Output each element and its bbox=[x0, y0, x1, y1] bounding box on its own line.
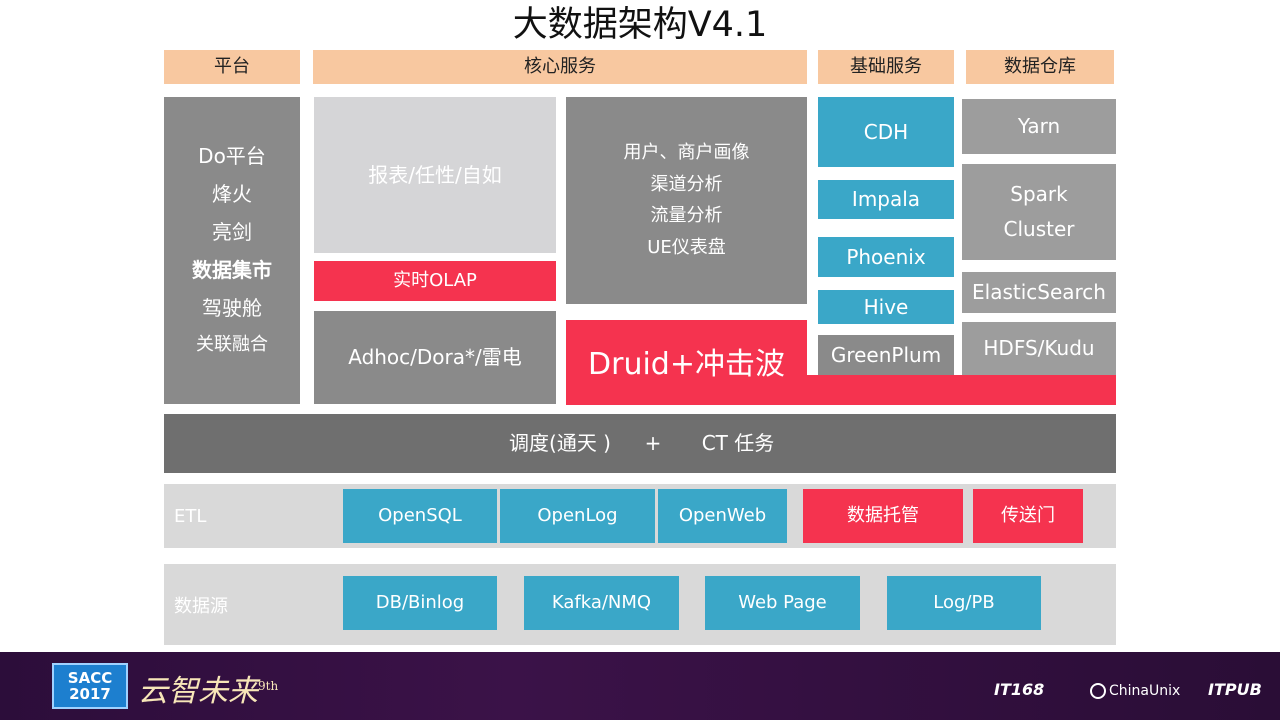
analysis-item: 流量分析 bbox=[650, 205, 723, 226]
sponsor-itpub-logo: ITPUB bbox=[1208, 676, 1262, 702]
datasource-web-page: Web Page bbox=[705, 576, 860, 630]
header-base-services: 基础服务 bbox=[818, 50, 954, 84]
conference-slogan: 云智未来9th bbox=[138, 664, 279, 709]
sacc-logo-year: 2017 bbox=[69, 685, 111, 703]
realtime-olap-box: 实时OLAP bbox=[314, 261, 556, 301]
datasource-kafka-nmq: Kafka/NMQ bbox=[524, 576, 679, 630]
warehouse-spark-cluster: Spark Cluster bbox=[962, 164, 1116, 260]
scheduler-plus: + bbox=[644, 431, 662, 455]
footer-banner bbox=[0, 652, 1280, 720]
analysis-item: 用户、商户画像 bbox=[623, 142, 750, 163]
platform-item: Do平台 bbox=[198, 144, 266, 169]
base-service-impala: Impala bbox=[818, 180, 954, 219]
warehouse-yarn: Yarn bbox=[962, 99, 1116, 154]
sacc-logo-text: SACC bbox=[67, 668, 113, 687]
etl-portal: 传送门 bbox=[973, 489, 1083, 543]
scheduler-band bbox=[164, 414, 1116, 473]
etl-label: ETL bbox=[174, 505, 207, 527]
sponsor-chinaunix-text: ChinaUnix bbox=[1109, 683, 1181, 699]
platform-item: 驾驶舱 bbox=[202, 296, 262, 321]
base-service-hive: Hive bbox=[818, 290, 954, 324]
sponsor-chinaunix-logo: ChinaUnix bbox=[1090, 678, 1180, 704]
druid-block bbox=[566, 320, 807, 405]
etl-openlog: OpenLog bbox=[500, 489, 655, 543]
scheduler-label: 调度(通天 ) bbox=[509, 431, 611, 455]
etl-data-hosting: 数据托管 bbox=[803, 489, 963, 543]
druid-block-extension bbox=[807, 375, 1116, 405]
header-data-warehouse: 数据仓库 bbox=[966, 50, 1114, 84]
sponsor-it168-logo: IT168 bbox=[994, 676, 1044, 702]
sacc-logo: SACC 2017 bbox=[52, 663, 128, 709]
adhoc-box: Adhoc/Dora*/雷电 bbox=[314, 311, 556, 404]
base-service-phoenix: Phoenix bbox=[818, 237, 954, 277]
sponsor-it168-text: IT168 bbox=[994, 679, 1045, 699]
base-service-greenplum: GreenPlum bbox=[818, 335, 954, 375]
header-platform: 平台 bbox=[164, 50, 300, 84]
druid-label: Druid+冲击波 bbox=[588, 347, 785, 383]
analysis-item: UE仪表盘 bbox=[647, 236, 726, 258]
chinaunix-ring-icon bbox=[1090, 683, 1106, 699]
page-title: 大数据架构V4.1 bbox=[512, 5, 768, 45]
slogan-text: 云智未来 bbox=[138, 674, 258, 709]
etl-opensql: OpenSQL bbox=[343, 489, 497, 543]
ct-task-label: CT 任务 bbox=[701, 431, 775, 455]
datasource-log-pb: Log/PB bbox=[887, 576, 1041, 630]
analysis-item: 渠道分析 bbox=[650, 173, 723, 195]
report-box: 报表/任性/自如 bbox=[314, 97, 556, 253]
header-core-services: 核心服务 bbox=[313, 50, 807, 84]
warehouse-hdfs-kudu: HDFS/Kudu bbox=[962, 322, 1116, 375]
platform-item: 烽火 bbox=[212, 182, 252, 207]
spark-label: Spark bbox=[1010, 182, 1068, 206]
platform-item: 关联融合 bbox=[196, 334, 268, 356]
platform-item-highlight: 数据集市 bbox=[192, 258, 272, 283]
etl-openweb: OpenWeb bbox=[658, 489, 787, 543]
edition-mark: 9th bbox=[258, 679, 279, 693]
base-service-cdh: CDH bbox=[818, 97, 954, 167]
cluster-label: Cluster bbox=[1003, 217, 1075, 241]
platform-item: 亮剑 bbox=[212, 220, 252, 245]
datasource-label: 数据源 bbox=[174, 595, 228, 617]
sponsor-itpub-text: ITPUB bbox=[1208, 679, 1262, 699]
warehouse-elasticsearch: ElasticSearch bbox=[962, 272, 1116, 313]
analysis-box: 用户、商户画像 渠道分析 流量分析 UE仪表盘 bbox=[566, 97, 807, 304]
datasource-db-binlog: DB/Binlog bbox=[343, 576, 497, 630]
platform-panel: Do平台 烽火 亮剑 数据集市 驾驶舱 关联融合 bbox=[164, 97, 300, 404]
